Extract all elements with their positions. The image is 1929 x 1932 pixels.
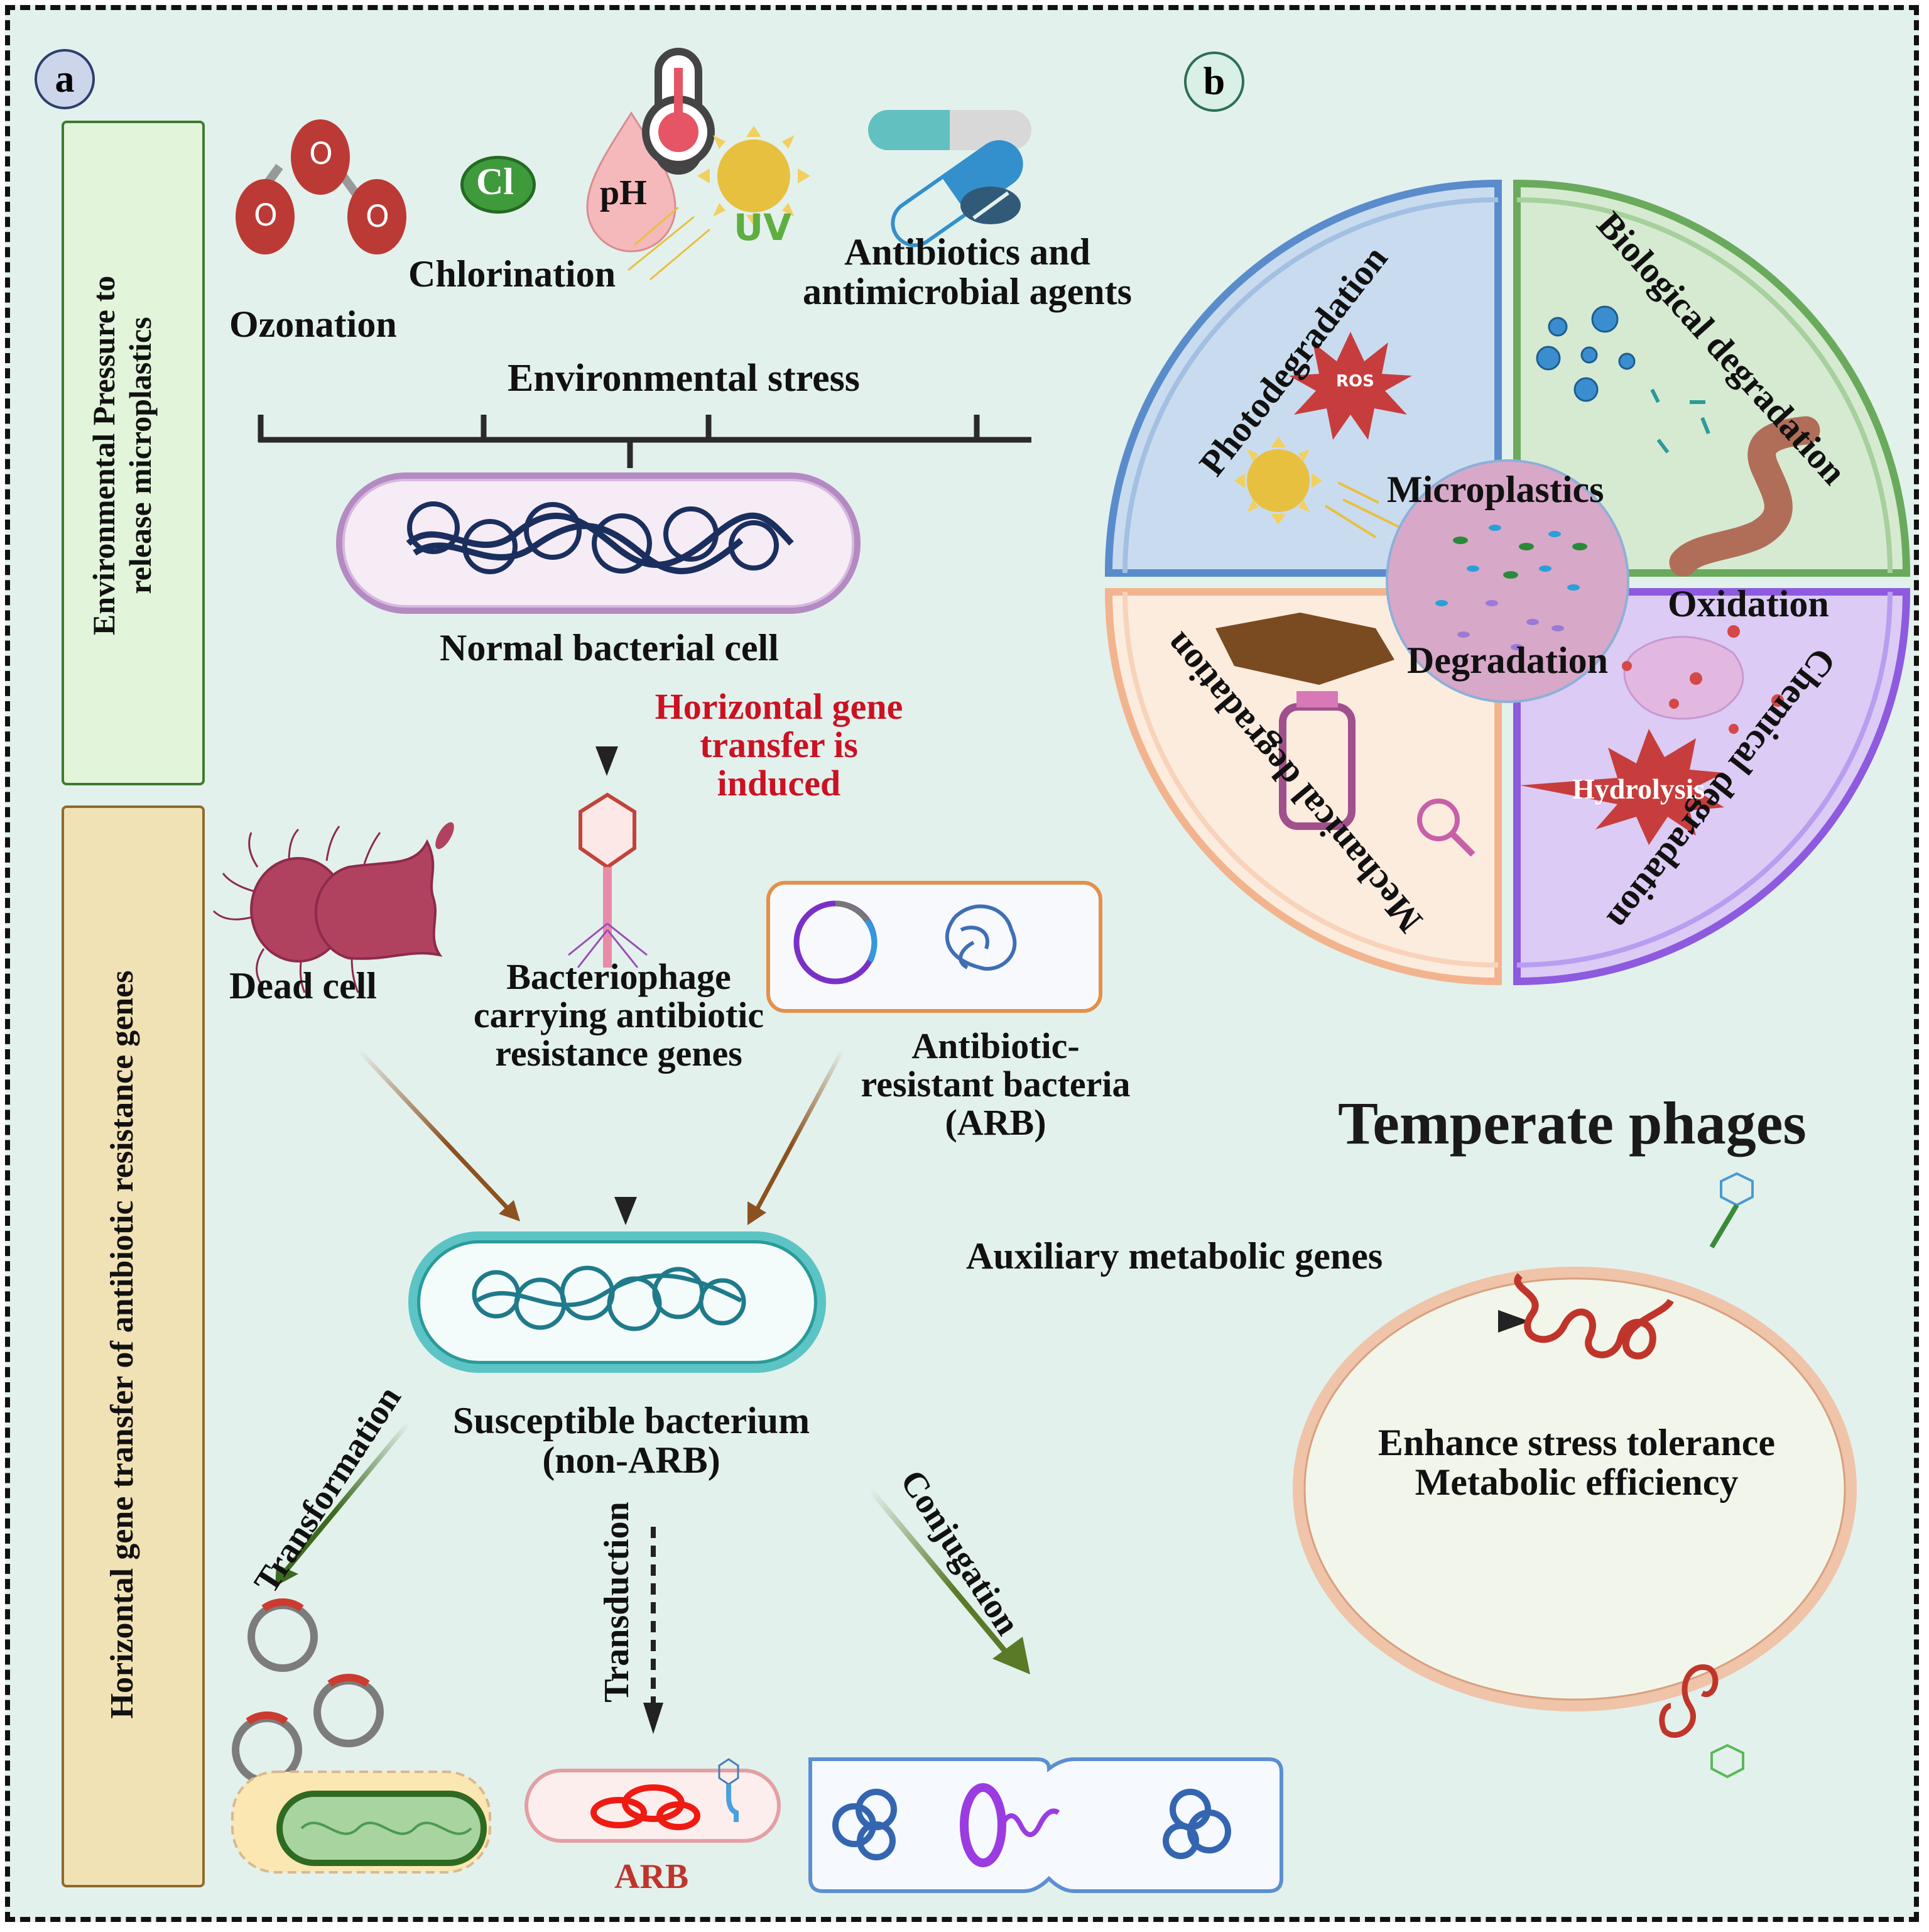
effect-metabolic-efficiency: Metabolic efficiency xyxy=(1415,1461,1739,1503)
bacteriophage-line1: Bacteriophage xyxy=(506,956,731,997)
earthworm-icon xyxy=(1669,416,1820,577)
oxygen-atom-left xyxy=(236,179,295,254)
ph-drop-icon xyxy=(586,111,677,253)
arb-source-line1: Antibiotic- xyxy=(911,1025,1080,1066)
antibiotics-line1: Antibiotics and xyxy=(844,231,1090,273)
hydrolysis-star-icon xyxy=(1520,729,1724,845)
temperate-phages-title: Temperate phages xyxy=(1338,1089,1807,1157)
susceptible-line2: (non-ARB) xyxy=(542,1439,720,1481)
temperate-phage-top-icon xyxy=(1720,1172,1754,1207)
hgt-induced-line3: induced xyxy=(717,762,841,804)
panel-a-label: a xyxy=(35,49,95,109)
chlorine-icon xyxy=(460,156,536,214)
transducing-phage-icon xyxy=(718,1758,739,1786)
susceptible-label: Susceptible bacterium (non-ARB) xyxy=(427,1401,835,1480)
oxygen-label-top: O xyxy=(309,136,333,172)
uv-sun-icon xyxy=(628,126,810,281)
photodegradation-sun-icon xyxy=(1247,449,1310,512)
temperate-effects: Enhance stress tolerance Metabolic effic… xyxy=(1307,1423,1847,1502)
dead-cell-label: Dead cell xyxy=(229,965,377,1007)
antibiotic-pills-icon xyxy=(868,110,1031,248)
bacteriophage-line2: carrying antibiotic xyxy=(473,994,764,1035)
microbes-icon xyxy=(1536,305,1636,402)
uv-symbol: UV xyxy=(734,206,791,249)
hgt-induced-label: Horizontal gene transfer is induced xyxy=(634,686,923,804)
oxygen-atom-top xyxy=(291,119,350,195)
arb-source-line3: (ARB) xyxy=(945,1101,1046,1143)
normal-cell-label: Normal bacterial cell xyxy=(440,627,779,669)
ros-star-icon xyxy=(1289,332,1412,440)
bacteriophage-label: Bacteriophage carrying antibiotic resist… xyxy=(462,958,776,1073)
oxidation-label: Oxidation xyxy=(1668,583,1829,625)
ozonation-label: Ozonation xyxy=(229,303,397,345)
arb-source-line2: resistant bacteria xyxy=(861,1063,1131,1105)
oxygen-atom-right xyxy=(347,179,406,254)
chlorination-label: Chlorination xyxy=(408,253,616,295)
bacteriophage-line3: resistance genes xyxy=(495,1032,742,1074)
phage-dna-integrated xyxy=(1514,1273,1674,1360)
normal-bacterial-cell xyxy=(336,472,861,614)
hgt-induced-line2: transfer is xyxy=(700,724,858,765)
ros-label: ROS xyxy=(1336,372,1374,391)
phage-dna-injected xyxy=(1659,1664,1719,1738)
arrow-to-phage-head xyxy=(595,746,618,776)
hgt-induced-line1: Horizontal gene xyxy=(655,686,903,727)
arb-source-label: Antibiotic- resistant bacteria (ARB) xyxy=(832,1027,1159,1142)
chromosome-icon xyxy=(945,904,1017,971)
thermometer-mercury xyxy=(658,112,698,152)
effect-stress-tolerance: Enhance stress tolerance xyxy=(1377,1422,1776,1463)
panel-b-label: b xyxy=(1184,52,1244,112)
oxidized-cell-icon xyxy=(1623,636,1744,720)
susceptible-line1: Susceptible bacterium xyxy=(452,1400,810,1441)
environmental-stress-label: Environmental stress xyxy=(508,357,860,400)
chlorine-symbol: Cl xyxy=(476,161,514,202)
quadrant-mechanical xyxy=(1104,588,1502,986)
microplastics-label: Microplastics xyxy=(1387,469,1604,510)
arrow-deadcell-to-susceptible xyxy=(356,1047,511,1211)
arrow-arb-to-susceptible xyxy=(754,1048,845,1211)
hgt-box xyxy=(62,805,205,1887)
host-cell xyxy=(1293,1267,1857,1711)
quadrant-biological xyxy=(1513,179,1911,577)
shattered-bottle-icon xyxy=(1215,613,1394,685)
arrow-transformation xyxy=(283,1421,411,1573)
degradation-label: Degradation xyxy=(1407,640,1608,681)
arrow-conjugation xyxy=(867,1487,1014,1661)
hydrolysis-label: Hydrolysis xyxy=(1572,773,1705,805)
transformed-cell xyxy=(276,1791,487,1866)
oxygen-label-left: O xyxy=(254,198,278,233)
environmental-pressure-box xyxy=(62,121,205,785)
arb-result-dna xyxy=(590,1784,700,1830)
arb-result-label: ARB xyxy=(614,1857,689,1896)
microplastics-circle xyxy=(1386,459,1629,703)
thermometer-column xyxy=(674,68,683,131)
antibiotics-line2: antimicrobial agents xyxy=(803,271,1132,312)
quadrant-chemical xyxy=(1513,588,1911,986)
microplastic-particles xyxy=(1435,525,1587,650)
magnifier-icon xyxy=(1417,799,1460,841)
amg-label: Auxiliary metabolic genes xyxy=(966,1235,1383,1277)
arb-result-cell xyxy=(524,1769,781,1843)
temperate-phage-bottom-icon xyxy=(1710,1744,1744,1779)
oxygen-label-right: O xyxy=(366,199,389,234)
antibiotics-label: Antibiotics and antimicrobial agents xyxy=(785,232,1149,312)
conjugation-cells xyxy=(808,1757,1283,1893)
ph-symbol: pH xyxy=(600,173,647,212)
